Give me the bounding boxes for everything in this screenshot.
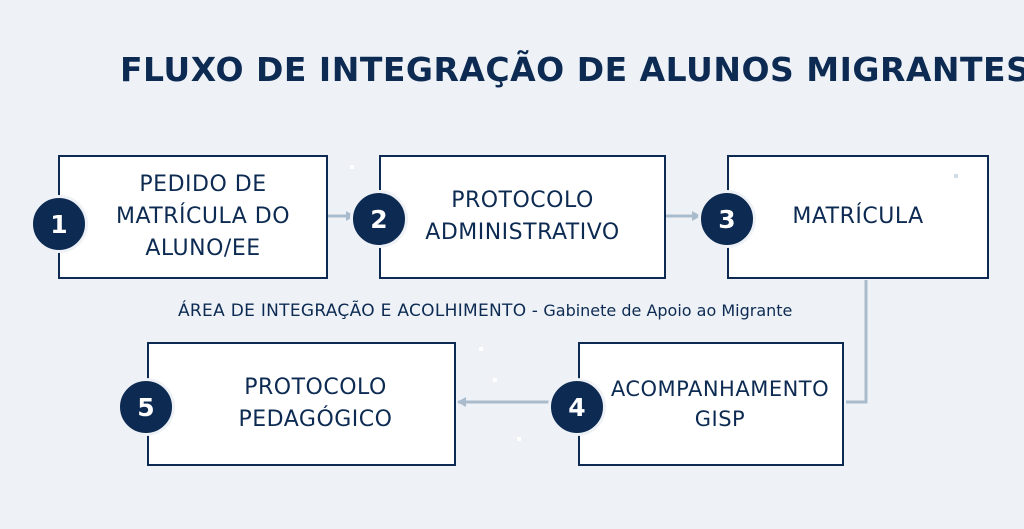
decorative-dot	[493, 378, 497, 382]
integration-area-label: ÁREA DE INTEGRAÇÃO E ACOLHIMENTO - Gabin…	[178, 301, 792, 321]
decorative-dot	[517, 437, 521, 441]
step-4-badge: 4	[548, 378, 606, 436]
connector-3-4	[846, 280, 868, 404]
step-1-badge: 1	[30, 195, 88, 253]
step-4-box: ACOMPANHAMENTO GISP	[578, 342, 844, 466]
step-5-label: PROTOCOLO PEDAGÓGICO	[238, 375, 393, 432]
area-subtitle: Gabinete de Apoio ao Migrante	[543, 301, 793, 320]
step-1-box: PEDIDO DE MATRÍCULA DO ALUNO/EE	[58, 155, 328, 279]
step-3-box: MATRÍCULA	[727, 155, 989, 279]
diagram-title: FLUXO DE INTEGRAÇÃO DE ALUNOS MIGRANTES	[120, 50, 1024, 89]
step-5-box: PROTOCOLO PEDAGÓGICO	[147, 342, 456, 466]
step-3-badge: 3	[698, 190, 756, 248]
decorative-dot	[350, 165, 354, 169]
step-2-label: PROTOCOLO ADMINISTRATIVO	[425, 188, 620, 245]
decorative-dot	[479, 347, 483, 351]
step-2-badge: 2	[350, 190, 408, 248]
step-4-label: ACOMPANHAMENTO GISP	[610, 376, 830, 431]
area-separator: -	[526, 301, 544, 321]
step-2-box: PROTOCOLO ADMINISTRATIVO	[379, 155, 666, 279]
decorative-dot	[954, 174, 958, 178]
area-title: ÁREA DE INTEGRAÇÃO E ACOLHIMENTO	[178, 301, 527, 321]
step-1-label: PEDIDO DE MATRÍCULA DO ALUNO/EE	[115, 172, 291, 261]
step-3-label: MATRÍCULA	[792, 204, 924, 230]
step-5-badge: 5	[117, 378, 175, 436]
